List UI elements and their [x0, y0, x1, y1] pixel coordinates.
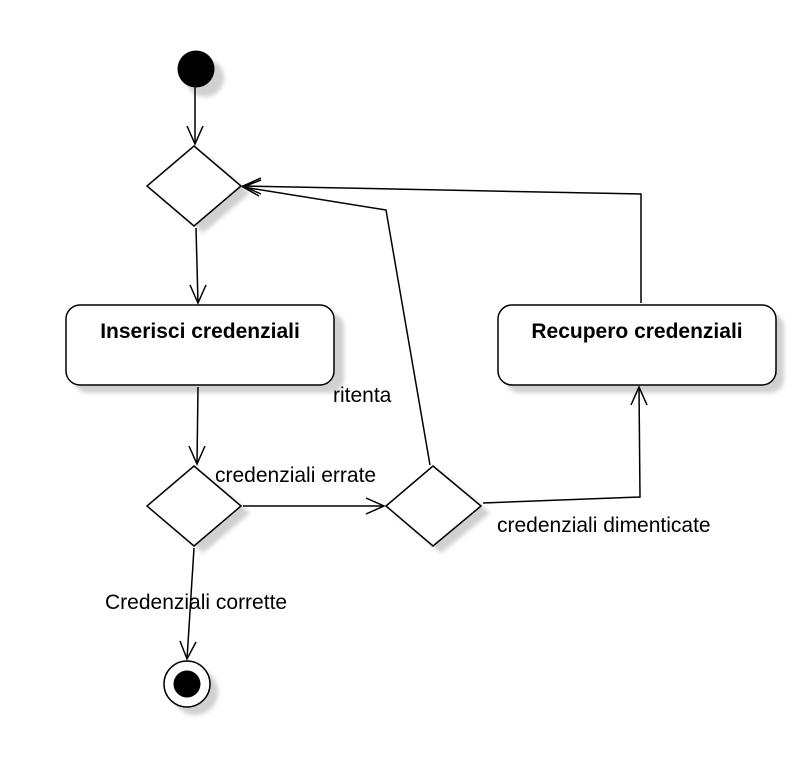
- arrowhead-recover-merge: [241, 177, 262, 195]
- arrowhead-correct-credentials: [179, 640, 197, 661]
- arrowhead-wrong-credentials: [365, 497, 386, 515]
- action-insert-credentials: [65, 304, 335, 386]
- action-insert-credentials-label: Inserisci credenziali: [100, 320, 300, 343]
- final-node-core: [173, 670, 201, 698]
- edge-retry: [242, 186, 431, 466]
- arrowhead-merge-insert: [189, 284, 207, 305]
- label-wrong-credentials: credenziali errate: [215, 464, 376, 487]
- edge-recover-merge: [242, 185, 642, 303]
- merge-node: [145, 145, 243, 227]
- edge-merge-insert: [195, 227, 199, 304]
- decision-error-handling: [384, 465, 483, 547]
- label-forgotten-credentials: credenziali dimenticate: [497, 514, 711, 537]
- edge-insert-decision: [196, 386, 199, 465]
- action-recover-credentials-label: Recupero credenziali: [531, 320, 742, 343]
- label-correct-credentials: Credenziali corrette: [105, 591, 287, 614]
- arrowhead-start-merge: [186, 125, 204, 146]
- arrowhead-forgotten-credentials: [630, 385, 648, 406]
- arrowhead-insert-decision: [188, 445, 206, 466]
- arrowhead-retry: [241, 179, 262, 197]
- edges: [179, 87, 648, 661]
- action-recover-credentials: [497, 304, 777, 386]
- decision-login-result: [145, 465, 243, 547]
- initial-node: [177, 50, 215, 88]
- edge-forgotten-credentials: [482, 386, 641, 504]
- edge-correct-credentials: [186, 547, 195, 660]
- label-retry: ritenta: [333, 384, 392, 407]
